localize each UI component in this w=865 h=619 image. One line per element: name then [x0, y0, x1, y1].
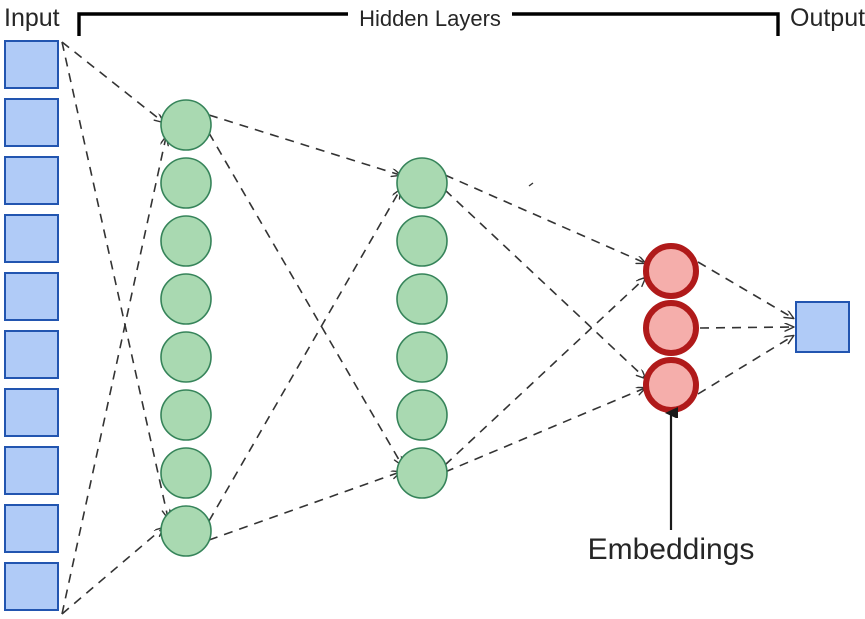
output-label: Output: [790, 4, 865, 32]
connection-line: [697, 336, 793, 395]
hidden-node: [160, 331, 212, 383]
connection-line: [208, 114, 400, 175]
input-node: [4, 214, 59, 263]
connection-line: [444, 388, 645, 473]
hidden-layer-2: [396, 157, 448, 499]
connection-line: [61, 41, 168, 518]
hidden-layers-bracket: [77, 12, 780, 36]
connection-line: [208, 472, 400, 541]
hidden-node: [396, 215, 448, 267]
input-node: [4, 446, 59, 495]
hidden-node: [160, 447, 212, 499]
embedding-node: [643, 300, 699, 356]
input-node: [4, 40, 59, 89]
connection-line: [208, 190, 400, 522]
connection-line: [61, 41, 163, 122]
output-layer: [795, 301, 850, 353]
hidden-node: [396, 447, 448, 499]
hidden-layers-label: Hidden Layers: [359, 6, 501, 31]
hidden-node: [160, 157, 212, 209]
hidden-node: [160, 273, 212, 325]
input-node: [4, 98, 59, 147]
hidden-node: [396, 331, 448, 383]
hidden-node: [396, 273, 448, 325]
stray-mark: [528, 182, 534, 187]
connection-line: [61, 528, 163, 615]
hidden-node: [160, 389, 212, 441]
hidden-node: [396, 157, 448, 209]
bracket-left-segment: [77, 12, 348, 36]
hidden-node: [396, 389, 448, 441]
connection-line: [699, 327, 793, 328]
input-node: [4, 504, 59, 553]
connection-line: [61, 137, 166, 615]
input-node: [4, 330, 59, 379]
connection-line: [444, 174, 645, 263]
connection-line: [208, 132, 402, 465]
input-node: [4, 156, 59, 205]
connections-group: [61, 41, 793, 615]
embedding-node: [643, 243, 699, 299]
hidden-node: [160, 505, 212, 557]
output-node: [795, 301, 850, 353]
connection-line: [697, 261, 793, 318]
hidden-layer-1: [160, 99, 212, 557]
input-label: Input: [4, 4, 60, 32]
connection-line: [444, 278, 645, 466]
embedding-layer: [643, 243, 699, 413]
input-node: [4, 388, 59, 437]
hidden-node: [160, 215, 212, 267]
embedding-node: [643, 357, 699, 413]
bracket-right-segment: [512, 12, 780, 36]
input-node: [4, 562, 59, 611]
connection-line: [444, 189, 645, 378]
input-layer: [4, 40, 59, 611]
embeddings-label: Embeddings: [588, 533, 755, 566]
input-node: [4, 272, 59, 321]
hidden-node: [160, 99, 212, 151]
